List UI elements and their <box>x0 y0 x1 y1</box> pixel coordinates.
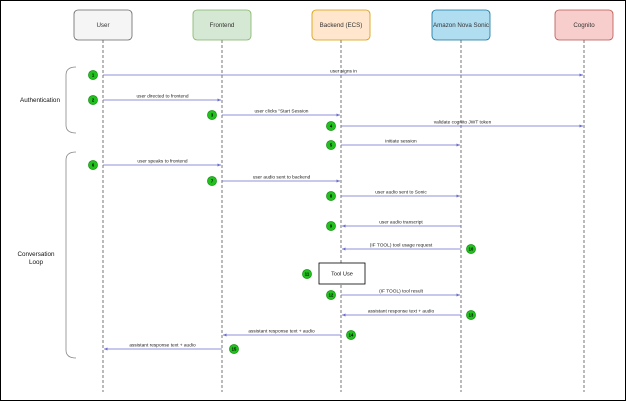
actor-box-nova <box>431 9 491 41</box>
message-step-6: user speaks to frontend 6 <box>88 159 221 170</box>
message-step-12: (IF TOOL) tool result 12 <box>326 289 460 300</box>
step-badge-5: 5 <box>326 140 336 150</box>
message-label-13: assistant response text + audio <box>368 309 435 315</box>
conversation-loop-bracket <box>65 151 77 359</box>
actor-box-backend <box>311 9 371 41</box>
message-step-10: (IF TOOL) tool usage request 10 <box>342 243 476 254</box>
tool-use-rect <box>318 262 366 285</box>
message-step-2: user directed to frontend 2 <box>88 94 221 105</box>
message-step-8: user audio sent to Sonic 8 <box>326 190 460 201</box>
message-step-7: user audio sent to backend 7 <box>207 175 340 186</box>
actor-backend: Backend (ECS) <box>311 9 371 41</box>
svg-text:1: 1 <box>92 73 95 78</box>
actor-box-cognito <box>554 9 614 41</box>
svg-text:6: 6 <box>92 163 95 168</box>
tool-use-box: Tool Use 11 <box>302 262 366 285</box>
message-label-5: initiate session <box>385 139 417 145</box>
message-label-4: validate cognito JWT token <box>434 120 492 126</box>
actor-frontend: Frontend <box>192 9 252 41</box>
message-label-15: assistant response text + audio <box>129 343 196 349</box>
step-badge-12: 12 <box>326 290 336 300</box>
step-badge-13: 13 <box>466 310 476 320</box>
svg-text:14: 14 <box>349 333 354 338</box>
step-badge-14: 14 <box>346 330 356 340</box>
message-label-12: (IF TOOL) tool result <box>379 289 423 295</box>
actor-layer: User Frontend Backend (ECS) Amazon Nova Son… <box>73 9 614 41</box>
svg-text:5: 5 <box>330 143 333 148</box>
message-label-14: assistant response text + audio <box>248 329 315 335</box>
step-badge-7: 7 <box>207 176 217 186</box>
actor-label-user: User <box>96 22 109 29</box>
lifeline-layer <box>102 40 585 392</box>
svg-text:13: 13 <box>469 313 474 318</box>
step-badge-4: 4 <box>326 121 336 131</box>
actor-nova: Amazon Nova Sonic <box>431 9 491 41</box>
message-label-2: user directed to frontend <box>137 94 189 100</box>
svg-text:4: 4 <box>330 124 333 129</box>
step-badge-15: 15 <box>229 344 239 354</box>
svg-text:9: 9 <box>330 224 333 229</box>
authentication-group-label: Authentication <box>20 97 60 104</box>
authentication-bracket <box>65 66 77 134</box>
svg-text:15: 15 <box>232 347 237 352</box>
step-badge-8: 8 <box>326 191 336 201</box>
step-badge-6: 6 <box>88 160 98 170</box>
message-step-5: initiate session 5 <box>326 139 460 150</box>
message-step-14: assistant response text + audio 14 <box>223 329 356 340</box>
svg-text:8: 8 <box>330 194 333 199</box>
step-badge-3: 3 <box>207 110 217 120</box>
message-label-9: user audio transcript <box>379 220 423 226</box>
message-step-1: user signs in 1 <box>88 69 583 80</box>
svg-text:7: 7 <box>211 179 214 184</box>
actor-label-nova: Amazon Nova Sonic <box>433 22 489 29</box>
actor-label-cognito: Cognito <box>573 22 595 29</box>
message-layer: user signs in 1 user directed to frontend 2… <box>88 69 583 354</box>
message-label-7: user audio sent to backend <box>253 175 311 181</box>
step-badge-11: 11 <box>302 269 312 279</box>
actor-box-frontend <box>192 9 252 41</box>
actor-label-backend: Backend (ECS) <box>320 22 363 29</box>
message-step-3: user clicks "Start Session 3 <box>207 109 340 120</box>
tool-use-label: Tool Use <box>331 272 353 278</box>
svg-text:10: 10 <box>469 247 474 252</box>
message-label-3: user clicks "Start Session <box>255 109 309 115</box>
actor-user: User <box>73 9 133 41</box>
message-step-9: user audio transcript 9 <box>326 220 461 231</box>
message-label-1: user signs in <box>330 69 357 75</box>
actor-cognito: Cognito <box>554 9 614 41</box>
svg-text:11: 11 <box>305 272 310 277</box>
step-badge-2: 2 <box>88 95 98 105</box>
tool-use-layer: Tool Use 11 <box>302 262 366 285</box>
message-label-8: user audio sent to Sonic <box>375 190 427 196</box>
message-label-10: (IF TOOL) tool usage request <box>370 243 433 249</box>
message-label-6: user speaks to frontend <box>137 159 187 165</box>
step-badge-10: 10 <box>466 244 476 254</box>
message-step-15: assistant response text + audio 15 <box>104 343 239 354</box>
svg-text:12: 12 <box>329 293 334 298</box>
message-step-13: assistant response text + audio 13 <box>342 309 476 320</box>
actor-box-user <box>73 9 133 41</box>
step-badge-1: 1 <box>88 70 98 80</box>
svg-text:2: 2 <box>92 98 95 103</box>
actor-label-frontend: Frontend <box>210 22 235 29</box>
step-badge-9: 9 <box>326 221 336 231</box>
svg-text:3: 3 <box>211 113 214 118</box>
message-step-4: validate cognito JWT token 4 <box>326 120 583 131</box>
